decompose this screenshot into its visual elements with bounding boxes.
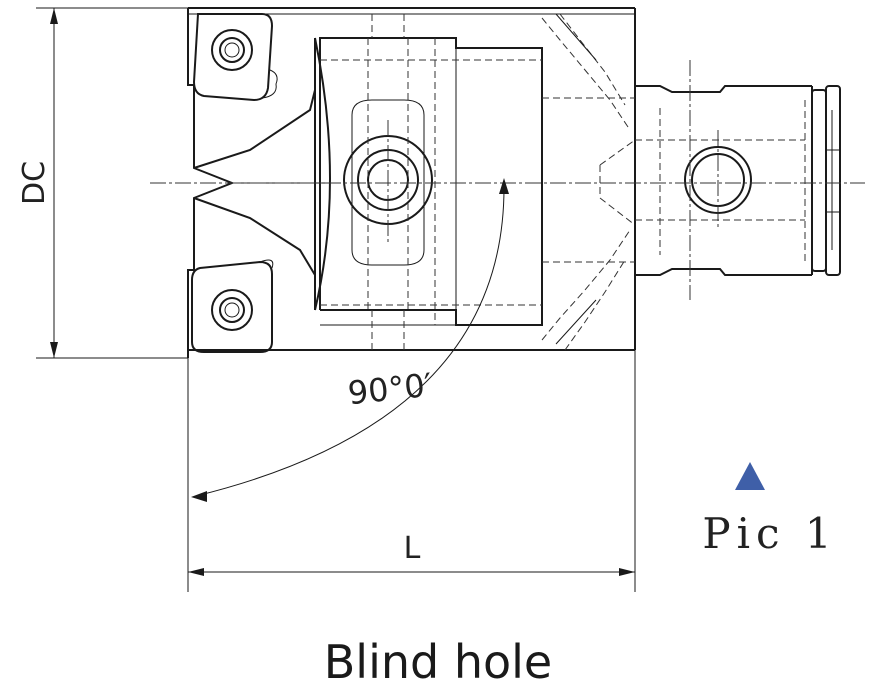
dimension-l: L bbox=[187, 350, 636, 592]
caption-blind-hole: Blind hole bbox=[324, 635, 552, 683]
insert-top bbox=[192, 13, 278, 102]
picture-label: Pic 1 bbox=[702, 509, 837, 558]
center-line bbox=[150, 120, 865, 245]
insert-bottom bbox=[191, 259, 274, 353]
clamp-block bbox=[319, 14, 543, 350]
dc-label: DC bbox=[17, 161, 52, 205]
length-label: L bbox=[404, 531, 421, 566]
angle-label: 90°0′ bbox=[346, 366, 434, 413]
pic-marker: Pic 1 bbox=[702, 462, 837, 558]
shank bbox=[635, 60, 841, 300]
angle-dimension: 90°0′ bbox=[191, 178, 509, 502]
hidden-taper bbox=[541, 13, 636, 351]
triangle-up-icon bbox=[735, 462, 765, 490]
dimension-dc: DC bbox=[17, 7, 188, 359]
